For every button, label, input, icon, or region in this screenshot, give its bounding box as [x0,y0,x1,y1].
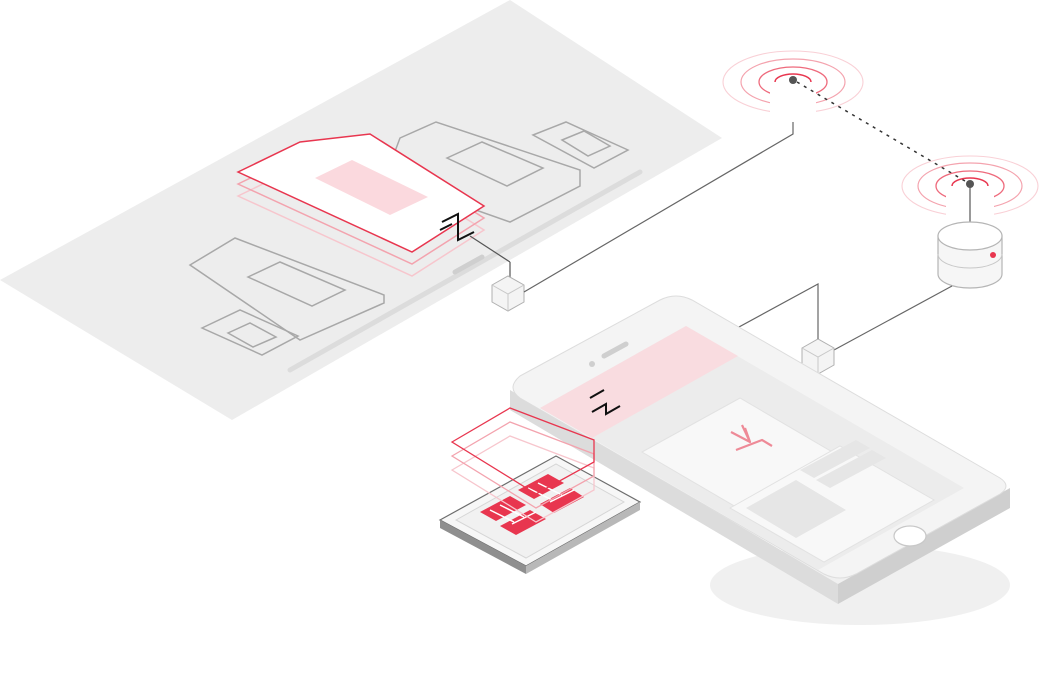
screen-banner [540,326,738,438]
wireless-link [796,81,971,185]
sim-outline-large [188,237,385,341]
sim-outline-small [531,121,630,169]
antenna-signal-icon [901,155,1039,226]
connector-bracket-icon [439,212,475,242]
smartphone-icon [510,295,1010,625]
sim-outline-tiny [200,309,300,356]
server-icon [937,221,1003,289]
antenna-signal-icon [722,50,864,122]
home-button [893,525,927,547]
sim-card-highlighted [236,133,486,277]
junction-cube-icon [491,275,525,312]
sim-card-sheet-icon [0,0,722,420]
connector-bracket-icon [589,389,621,416]
sim-chip-icon [438,407,642,574]
download-arrow-icon [730,424,773,452]
